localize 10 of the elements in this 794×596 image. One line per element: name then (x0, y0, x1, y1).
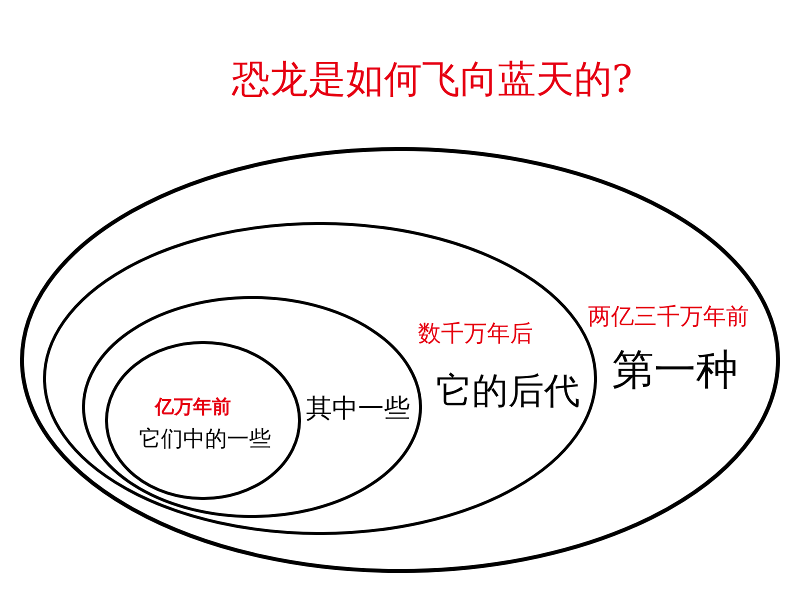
group-label: 其中一些 (306, 396, 410, 422)
group-label: 它的后代 (436, 374, 580, 410)
time-label: 亿万年前 (155, 398, 231, 417)
time-label: 两亿三千万年前 (588, 306, 749, 329)
group-label: 它们中的一些 (139, 429, 271, 451)
title: 恐龙是如何飞向蓝天的? (232, 60, 632, 98)
group-label: 第一种 (612, 349, 738, 391)
nested-ellipse (20, 147, 780, 573)
time-label: 数千万年后 (418, 323, 533, 346)
nested-ellipse (105, 341, 301, 500)
